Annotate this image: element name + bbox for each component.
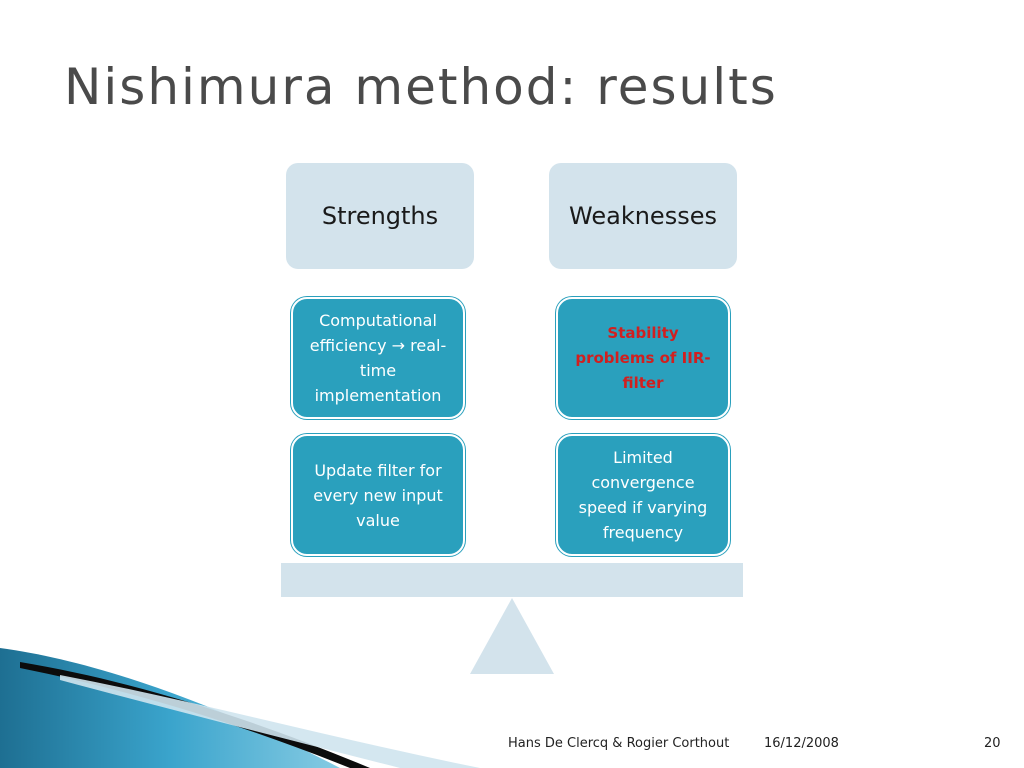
footer-date: 16/12/2008 — [764, 736, 839, 751]
strength-card-1: Computational efficiency → real-time imp… — [291, 297, 465, 419]
weaknesses-header: Weaknesses — [549, 163, 737, 269]
fulcrum-triangle — [470, 598, 554, 674]
weakness-card-1: Stability problems of IIR-filter — [556, 297, 730, 419]
footer-authors: Hans De Clercq & Rogier Corthout — [508, 736, 730, 751]
slide-title: Nishimura method: results — [64, 58, 778, 116]
weakness-card-2: Limited convergence speed if varying fre… — [556, 434, 730, 556]
strength-card-2: Update filter for every new input value — [291, 434, 465, 556]
strengths-header: Strengths — [286, 163, 474, 269]
balance-beam — [281, 563, 743, 597]
page-number: 20 — [984, 736, 1001, 751]
decorative-swoosh — [0, 648, 480, 768]
